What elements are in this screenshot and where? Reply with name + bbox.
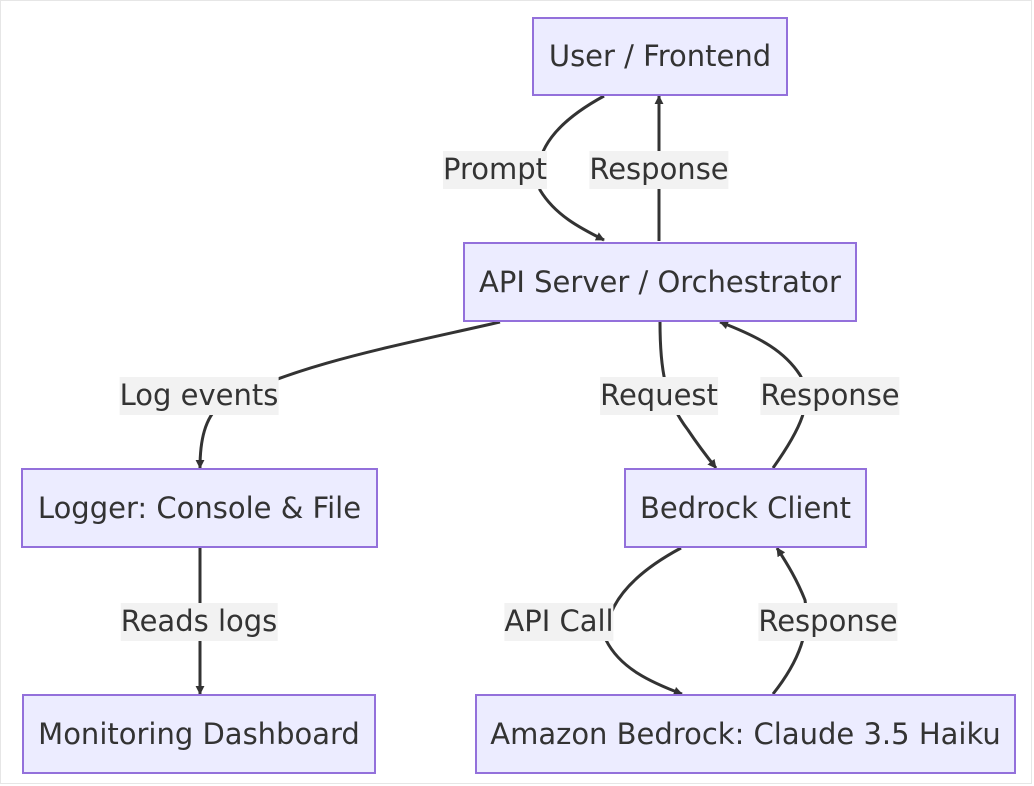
edge-label-response-client: Response bbox=[758, 603, 898, 641]
edge-label-log-events: Log events bbox=[119, 377, 279, 415]
node-logger[interactable]: Logger: Console & File bbox=[21, 468, 378, 548]
edge-client-to-api bbox=[719, 320, 808, 469]
node-api-server[interactable]: API Server / Orchestrator bbox=[463, 242, 857, 322]
node-label: Logger: Console & File bbox=[37, 490, 362, 525]
edge-client-to-amazon bbox=[604, 546, 683, 696]
edge-user-to-api bbox=[536, 94, 605, 242]
edge-label-response-user: Response bbox=[589, 151, 729, 189]
node-label: User / Frontend bbox=[548, 39, 772, 73]
node-label: Monitoring Dashboard bbox=[38, 716, 360, 751]
edge-label-request: Request bbox=[600, 377, 718, 415]
node-bedrock-client[interactable]: Bedrock Client bbox=[624, 468, 867, 548]
node-user-frontend[interactable]: User / Frontend bbox=[532, 17, 788, 96]
node-amazon-bedrock[interactable]: Amazon Bedrock: Claude 3.5 Haiku bbox=[475, 694, 1016, 774]
edge-api-to-client bbox=[658, 321, 718, 469]
edge-label-reads-logs: Reads logs bbox=[120, 603, 278, 641]
edge-label-api-call: API Call bbox=[504, 603, 614, 641]
node-label: API Server / Orchestrator bbox=[479, 264, 841, 299]
node-label: Bedrock Client bbox=[639, 490, 852, 525]
edge-label-prompt: Prompt bbox=[442, 151, 548, 189]
edge-label-response-api: Response bbox=[760, 377, 900, 415]
node-monitoring-dashboard[interactable]: Monitoring Dashboard bbox=[22, 694, 376, 774]
node-label: Amazon Bedrock: Claude 3.5 Haiku bbox=[490, 716, 1001, 751]
